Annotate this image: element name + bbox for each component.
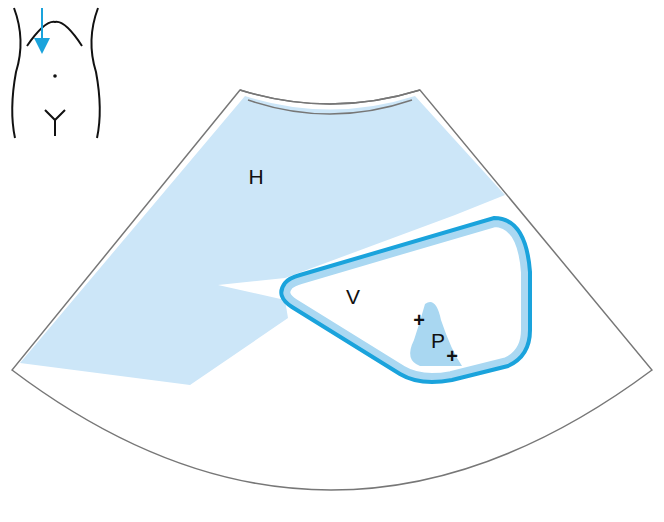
scan-fan <box>12 90 652 490</box>
probe-arrow <box>41 8 43 46</box>
transducer-arc <box>248 100 412 114</box>
body-icon <box>12 8 100 138</box>
vessel-lumen <box>281 218 530 382</box>
polyp-shape <box>410 302 462 366</box>
transducer-edge <box>240 90 420 104</box>
navel-dot <box>53 74 57 78</box>
caliper-mark: + <box>446 346 458 366</box>
vessel-wall <box>281 218 530 382</box>
vessel-label: V <box>346 286 360 307</box>
caliper-mark: + <box>413 310 425 330</box>
vessel-outline <box>281 218 530 382</box>
organ-label: H <box>248 166 263 187</box>
polyp-label: P <box>431 330 445 351</box>
